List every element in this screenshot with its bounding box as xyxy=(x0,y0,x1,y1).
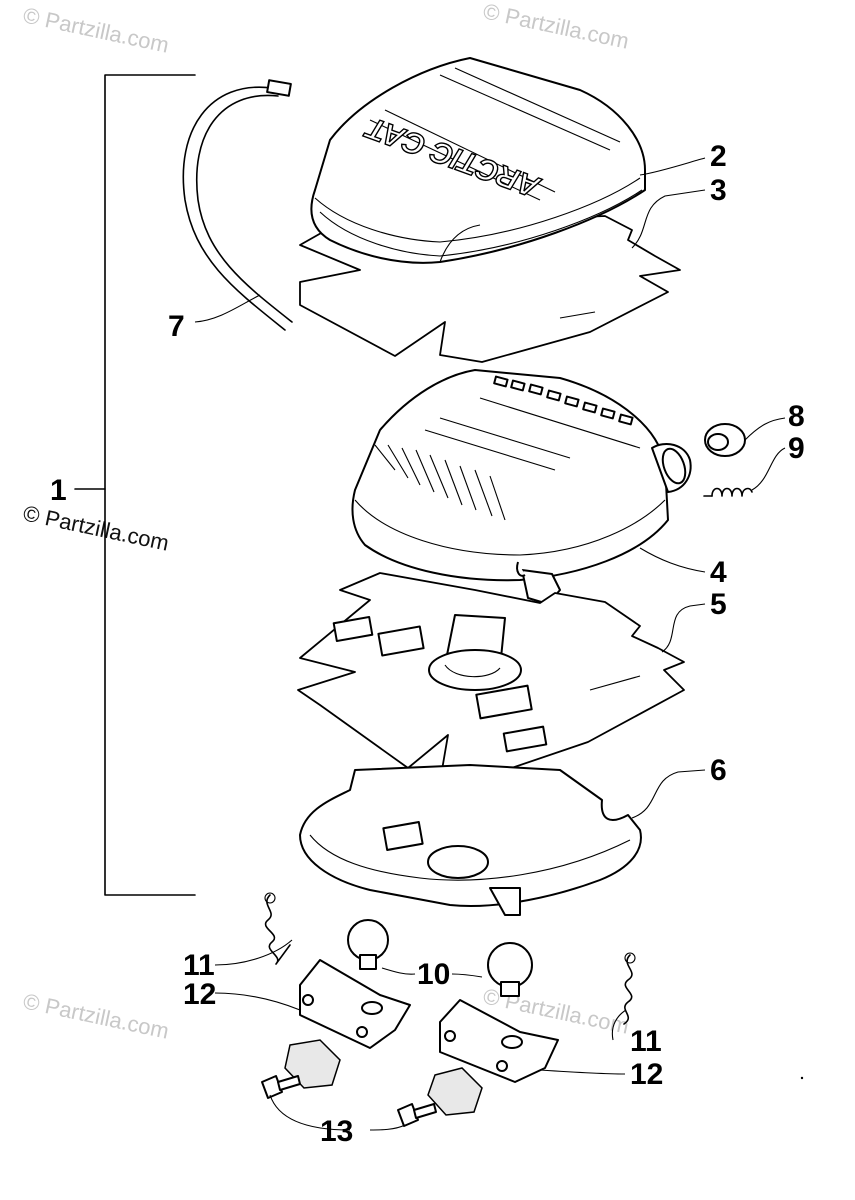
gasket-part-5 xyxy=(297,572,685,777)
grommet-part-8 xyxy=(704,423,746,457)
watermark-top-left: © Partzilla.com xyxy=(21,2,171,57)
spring-part-11-right xyxy=(623,952,636,1025)
callout-1: 1 xyxy=(50,474,67,507)
callout-6: 6 xyxy=(710,754,727,787)
bracket-part-12-right xyxy=(439,999,559,1083)
callout-3: 3 xyxy=(710,174,727,207)
assembly-bracket xyxy=(74,74,196,896)
callout-11-right: 11 xyxy=(630,1025,662,1058)
spring-part-9 xyxy=(703,487,753,497)
watermark-middle-left: © Partzilla.com xyxy=(21,500,171,555)
watermark-bottom-left: © Partzilla.com xyxy=(21,988,171,1043)
callout-12-left: 12 xyxy=(183,978,216,1011)
muffler-part-4 xyxy=(351,369,692,605)
spring-part-11-left xyxy=(264,892,291,965)
knob-part-10-left xyxy=(347,919,389,970)
callout-9: 9 xyxy=(788,432,805,465)
bolt-part-13-right xyxy=(397,1103,437,1127)
watermark-top-right: © Partzilla.com xyxy=(481,0,631,54)
grille-slots xyxy=(374,375,641,521)
callout-10: 10 xyxy=(417,958,450,991)
bolt-part-13-left xyxy=(261,1075,301,1099)
bracket-part-12-left xyxy=(299,959,411,1049)
top-cover-part-2: ARCTIC CAT xyxy=(310,57,646,264)
callout-12-right: 12 xyxy=(630,1058,663,1091)
callout-8: 8 xyxy=(788,400,805,433)
callouts: 1 2 3 7 8 9 4 5 6 11 10 12 11 12 13 xyxy=(50,140,805,1148)
callout-4: 4 xyxy=(710,556,727,589)
callout-5: 5 xyxy=(710,588,727,621)
leader-lines xyxy=(194,157,786,1131)
callout-11-left: 11 xyxy=(183,949,215,982)
callout-2: 2 xyxy=(710,140,727,173)
callout-7: 7 xyxy=(168,310,185,343)
callout-13: 13 xyxy=(320,1115,353,1148)
strap-part-7 xyxy=(182,79,293,331)
knob-part-10-right xyxy=(487,942,533,997)
speck xyxy=(800,1076,804,1080)
base-tray-part-6 xyxy=(299,764,642,916)
